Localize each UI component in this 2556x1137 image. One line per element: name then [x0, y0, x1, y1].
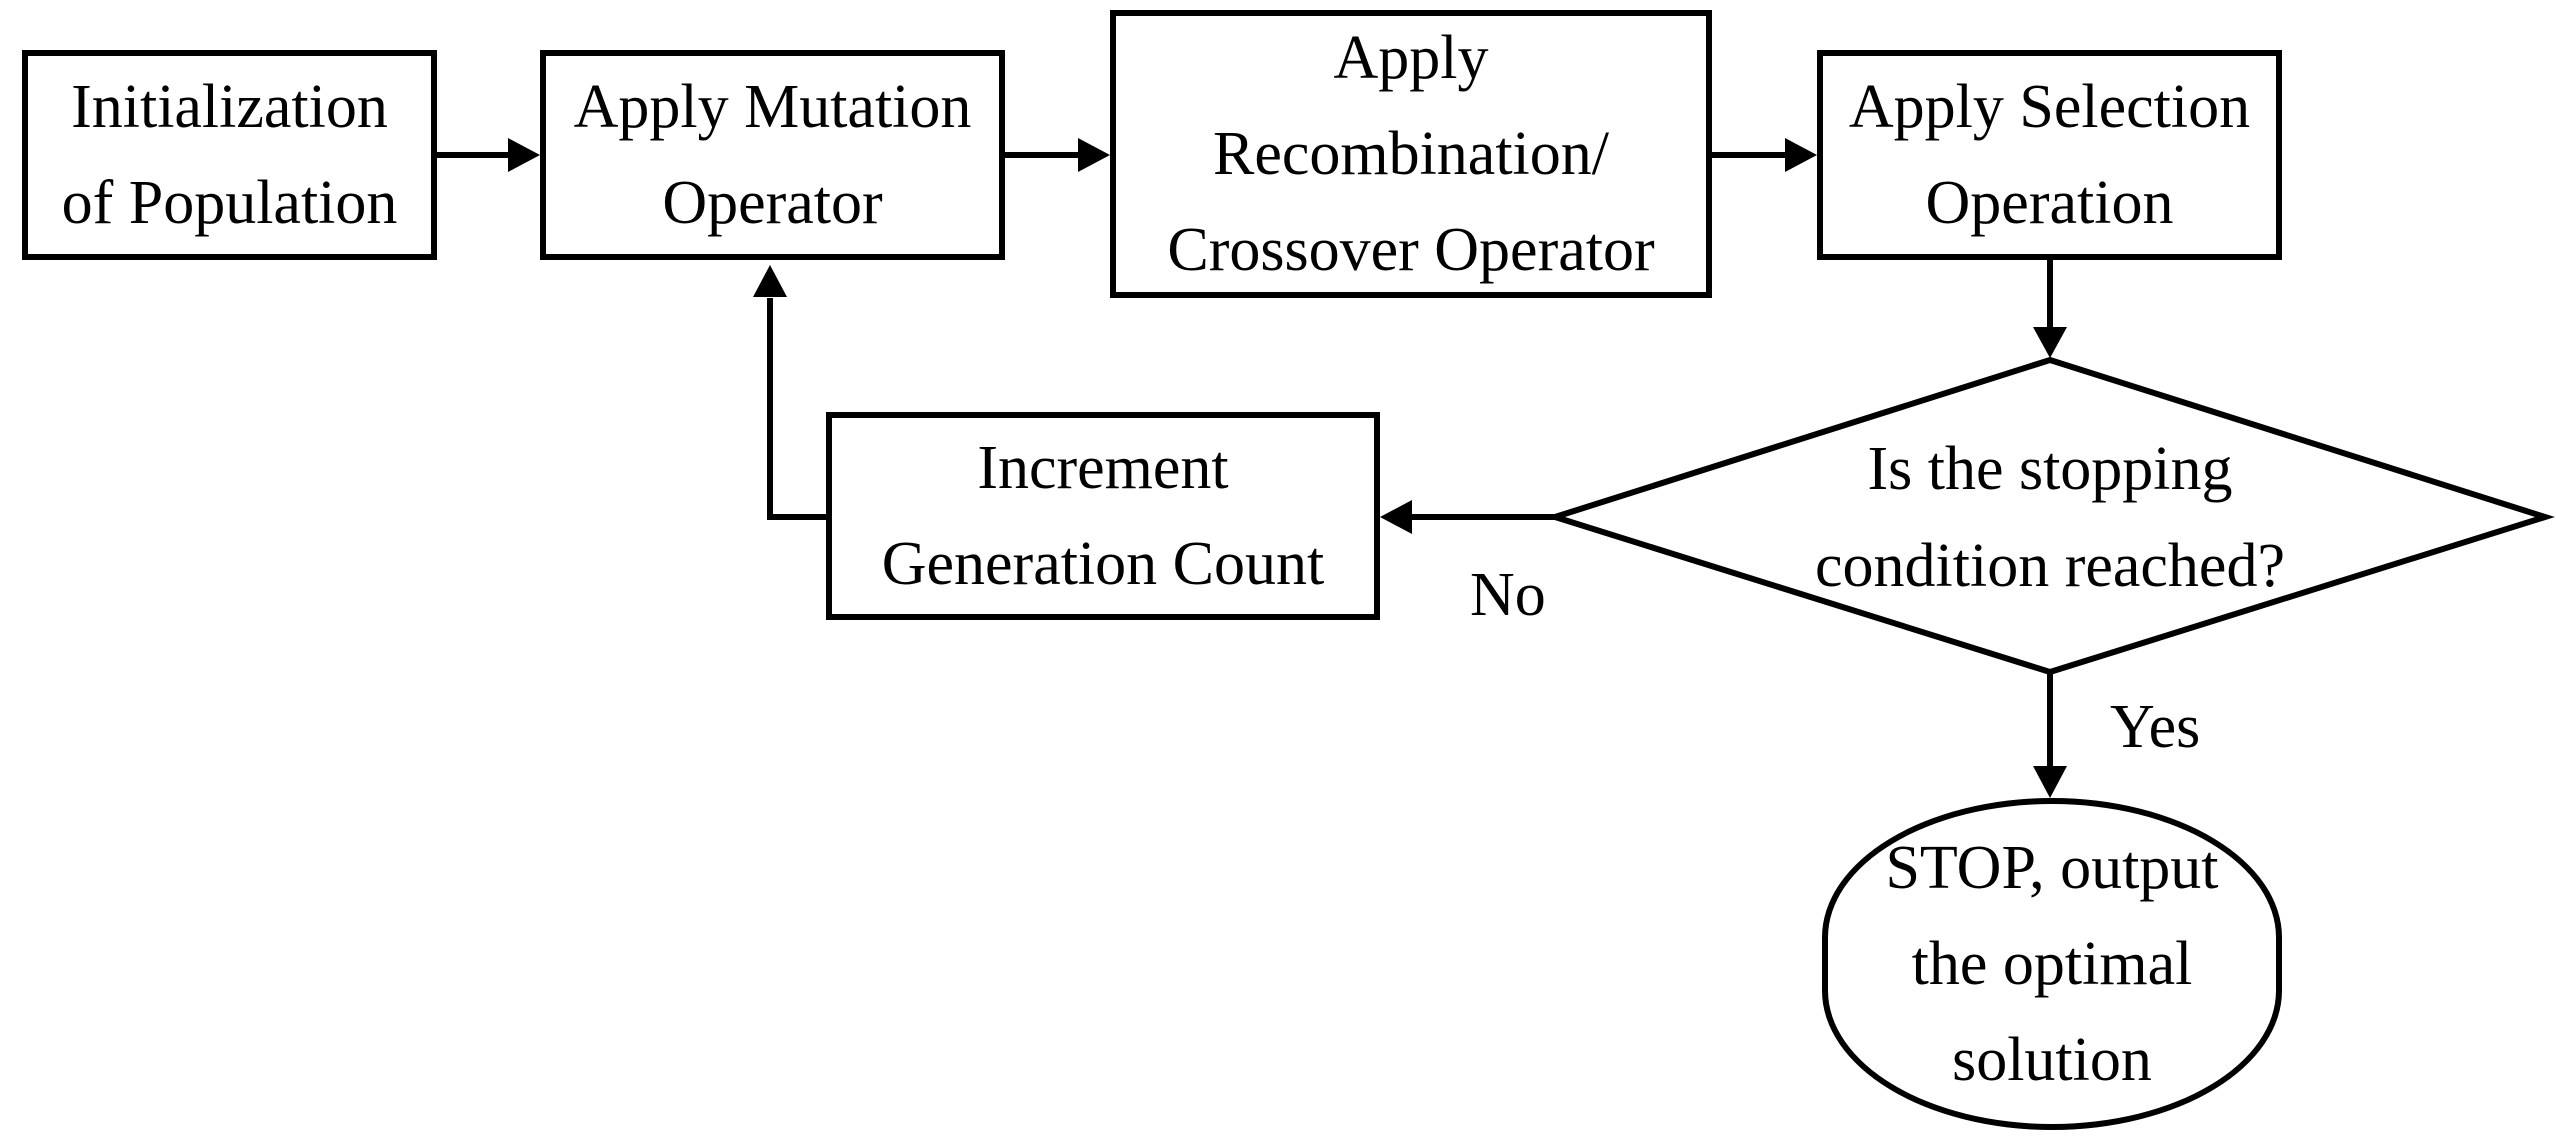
node-stop-text: STOP, output the optimal solution — [1885, 820, 2218, 1108]
node-initialization-line-1: Initialization — [71, 72, 388, 141]
edge-label-yes: Yes — [2110, 693, 2201, 761]
arrow-init-to-mutation — [437, 138, 540, 172]
node-selection-line-1: Apply Selection — [1848, 72, 2251, 141]
edge-label-no: No — [1470, 561, 1546, 629]
node-decision-label: Is the stopping condition reached? — [1720, 405, 2380, 630]
arrow-mutation-to-recombination — [1005, 138, 1110, 172]
node-mutation-line-2: Operator — [662, 169, 883, 237]
node-mutation-text: Apply Mutation Operator — [574, 59, 972, 251]
node-selection-text: Apply Selection Operation — [1849, 59, 2250, 251]
node-stop-line-1: STOP, output — [1885, 833, 2219, 902]
node-recombination-line-2: Recombination/ — [1212, 119, 1610, 188]
node-recombination: Apply Recombination/ Crossover Operator — [1110, 10, 1712, 298]
node-increment-text: Increment Generation Count — [882, 420, 1325, 612]
node-decision-line-2: condition reached? — [1815, 531, 2285, 600]
arrow-selection-to-decision — [2033, 260, 2067, 358]
arrow-decision-to-increment — [1380, 500, 1555, 534]
node-decision-line-1: Is the stopping — [1867, 435, 2233, 504]
node-mutation-line-1: Apply Mutation — [573, 72, 972, 141]
arrow-decision-to-stop — [2033, 672, 2067, 798]
node-stop: STOP, output the optimal solution — [1822, 798, 2282, 1130]
arrow-recombination-to-selection — [1712, 138, 1817, 172]
node-decision-text: Is the stopping condition reached? — [1815, 421, 2285, 613]
node-initialization-text: Initialization of Population — [62, 59, 398, 251]
node-recombination-text: Apply Recombination/ Crossover Operator — [1167, 10, 1654, 298]
node-increment-line-2: Generation Count — [881, 530, 1325, 598]
node-recombination-line-1: Apply — [1333, 23, 1489, 92]
node-stop-line-3: solution — [1952, 1026, 2152, 1095]
node-selection: Apply Selection Operation — [1817, 50, 2282, 260]
node-increment: Increment Generation Count — [826, 412, 1380, 620]
node-selection-line-2: Operation — [1925, 169, 2174, 237]
node-initialization: Initialization of Population — [22, 50, 437, 260]
node-stop-line-2: the optimal — [1911, 929, 2193, 998]
arrow-increment-to-mutation — [753, 265, 826, 520]
node-initialization-line-2: of Population — [61, 169, 398, 237]
node-mutation: Apply Mutation Operator — [540, 50, 1005, 260]
node-recombination-line-3: Crossover Operator — [1167, 216, 1655, 285]
node-increment-line-1: Increment — [977, 433, 1229, 502]
